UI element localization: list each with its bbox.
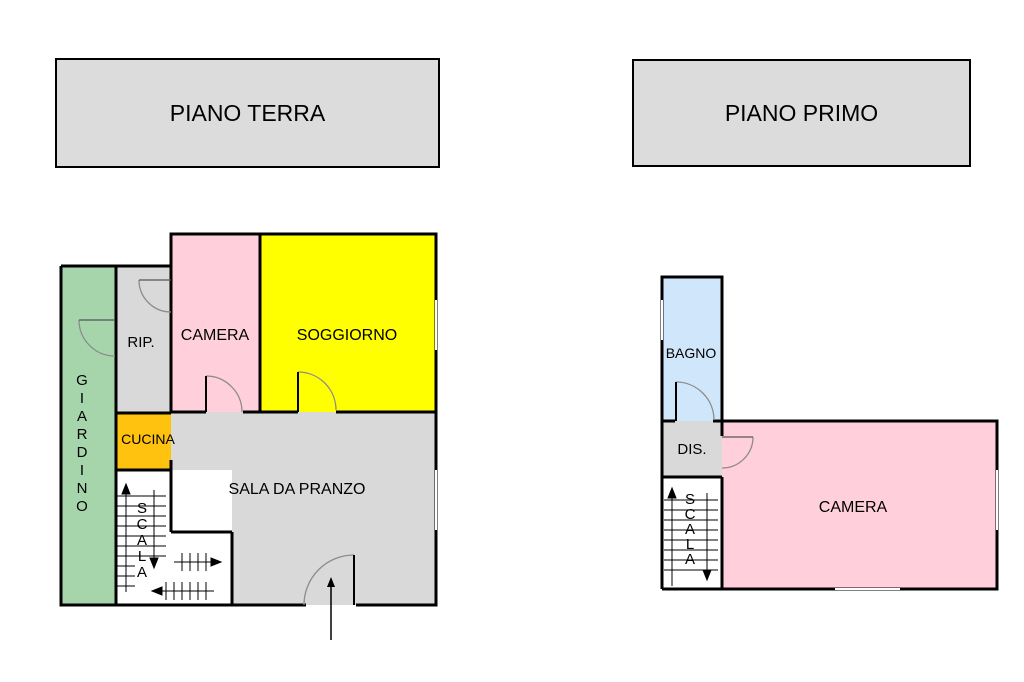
room-disimpegno (662, 421, 722, 477)
door-entrance-arc (303, 554, 355, 606)
ground-walls (59, 232, 438, 607)
label-disimpegno: DIS. (677, 441, 706, 458)
first-walls (660, 275, 999, 591)
label-sala-da-pranzo: SALA DA PRANZO (229, 481, 366, 498)
first-stairs (664, 486, 718, 586)
door-camera-arc (205, 375, 243, 413)
door-soggiorno-arc (297, 371, 337, 411)
room-giardino (61, 266, 116, 605)
ground-doors (78, 279, 355, 606)
door-camera-first-arc (721, 436, 754, 469)
room-camera-first (722, 421, 997, 589)
door-garden-arc (78, 319, 116, 357)
label-bagno: BAGNO (666, 345, 717, 361)
room-sala-da-pranzo (171, 412, 436, 605)
ground-floor-title-text: PIANO TERRA (169, 99, 326, 126)
label-soggiorno: SOGGIORNO (297, 327, 397, 344)
label-cucina: CUCINA (121, 431, 175, 447)
label-camera-first: CAMERA (819, 499, 888, 516)
ground-floor-title: PIANO TERRA (55, 58, 440, 168)
label-camera-ground: CAMERA (181, 327, 250, 344)
first-floor-title: PIANO PRIMO (632, 59, 971, 167)
room-ripostiglio (116, 266, 171, 413)
label-ripostiglio: RIP. (127, 334, 154, 351)
door-bagno-arc (675, 381, 715, 421)
first-windows (661, 300, 998, 590)
first-floor-title-text: PIANO PRIMO (724, 99, 879, 126)
room-cucina (116, 413, 171, 470)
ground-stairs (117, 482, 223, 600)
room-soggiorno (260, 234, 436, 412)
door-rip-arc (138, 279, 172, 313)
entrance-arrow (327, 577, 335, 640)
room-bagno (662, 277, 722, 421)
first-doors (675, 381, 754, 469)
room-camera (171, 234, 260, 412)
